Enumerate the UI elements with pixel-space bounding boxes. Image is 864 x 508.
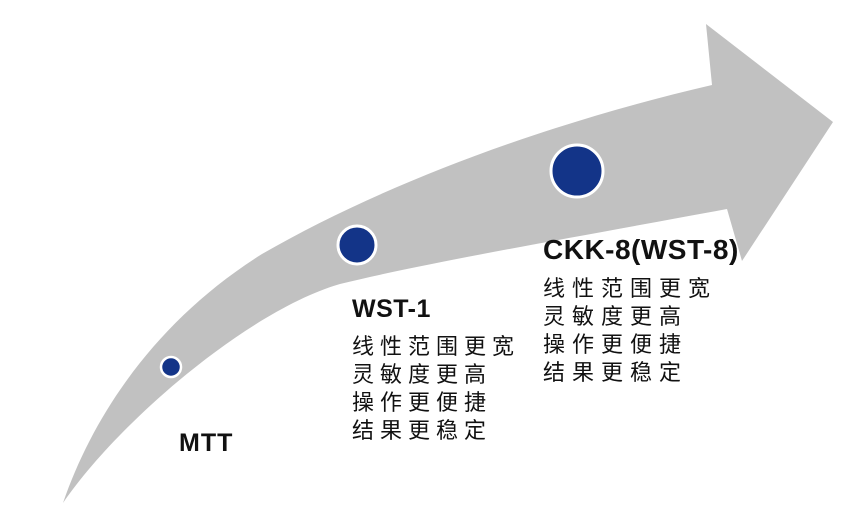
stage-title-wst1: WST-1	[352, 295, 431, 323]
feature-line: 灵敏度更高	[352, 362, 493, 387]
stage-title-mtt: MTT	[179, 429, 234, 457]
stage-dot-mtt	[159, 355, 183, 379]
feature-line: 灵敏度更高	[543, 304, 689, 329]
feature-line: 操作更便捷	[352, 390, 493, 415]
stage-title-ckk8: CKK-8(WST-8)	[543, 234, 739, 265]
feature-line: 结果更稳定	[543, 360, 689, 385]
feature-line: 线性范围更宽	[543, 276, 718, 301]
stage-dot-ckk8	[549, 143, 605, 199]
feature-line: 线性范围更宽	[352, 334, 521, 359]
stage-features-ckk8: 线性范围更宽 灵敏度更高 操作更便捷 结果更稳定	[543, 275, 717, 387]
feature-line: 结果更稳定	[352, 418, 493, 443]
stage-features-wst1: 线性范围更宽 灵敏度更高 操作更便捷 结果更稳定	[352, 333, 520, 445]
feature-line: 操作更便捷	[543, 332, 689, 357]
upward-arrow-shape	[63, 24, 833, 503]
stage-dot-wst1	[336, 224, 378, 266]
